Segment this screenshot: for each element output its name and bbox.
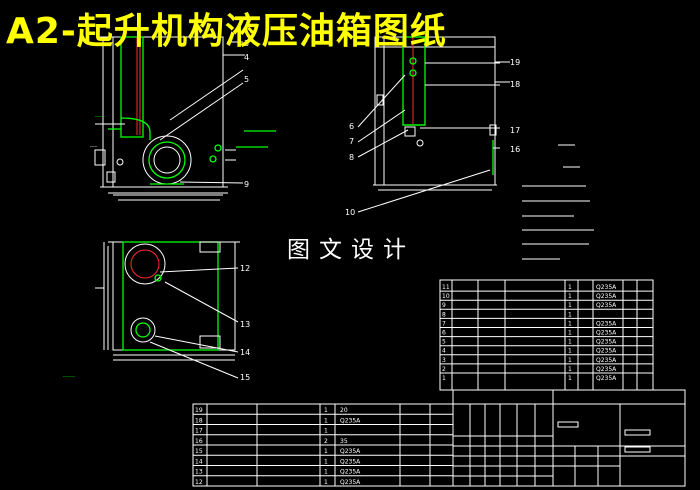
title-block xyxy=(452,389,686,487)
balloon-label: 14 xyxy=(240,348,250,357)
technical-notes xyxy=(522,144,594,260)
table-cell: 2 xyxy=(442,366,446,373)
table-cell: Q235A xyxy=(596,357,617,364)
table-cell: 6 xyxy=(442,330,446,337)
balloon-label: 15 xyxy=(240,373,250,382)
watermark: 图文设计 xyxy=(287,237,415,263)
table-cell: 1 xyxy=(568,375,572,382)
table-cell: 15 xyxy=(195,448,203,455)
table-cell: 1 xyxy=(324,458,328,465)
balloon-label: 16 xyxy=(510,145,520,154)
table-cell: 17 xyxy=(195,428,203,435)
top-view-note: ╌╌╌╌╌ xyxy=(63,374,76,379)
table-cell: 1 xyxy=(442,375,446,382)
balloon-label: 3 xyxy=(244,39,249,48)
table-cell: 1 xyxy=(568,284,572,291)
balloon-label: 4 xyxy=(244,53,249,62)
table-cell: 19 xyxy=(195,407,203,414)
table-cell: 7 xyxy=(442,320,446,327)
table-cell: Q235A xyxy=(596,293,617,300)
table-cell: 11 xyxy=(442,284,450,291)
table-cell: 1 xyxy=(324,428,328,435)
table-cell: 1 xyxy=(568,311,572,318)
table-cell: Q235A xyxy=(596,284,617,291)
top-view: ╌╌╌╌╌ xyxy=(63,241,240,379)
balloon-label: 7 xyxy=(349,137,354,146)
front-view-note: ╌╌╌╌ xyxy=(95,114,105,119)
table-cell: 1 xyxy=(324,479,328,486)
drawing-title: A2-起升机构液压油箱图纸 xyxy=(6,11,447,52)
balloon-label: 19 xyxy=(510,58,520,67)
table-cell: Q235A xyxy=(596,320,617,327)
table-cell: Q235A xyxy=(596,339,617,346)
front-view: ╌╌╌╌ ╌╌╌ xyxy=(90,36,245,201)
balloon-label: 8 xyxy=(349,153,354,162)
balloon-label: 5 xyxy=(244,75,249,84)
table-cell: 1 xyxy=(568,348,572,355)
table-cell: 1 xyxy=(324,469,328,476)
table-cell: Q235A xyxy=(596,366,617,373)
table-cell: 3 xyxy=(442,357,446,364)
table-cell: 1 xyxy=(568,302,572,309)
table-cell: 20 xyxy=(340,407,348,414)
table-cell: Q235A xyxy=(340,458,361,465)
table-cell: Q235A xyxy=(596,375,617,382)
table-cell: Q235A xyxy=(596,348,617,355)
table-cell: Q235A xyxy=(340,469,361,476)
balloon-label: 12 xyxy=(240,264,250,273)
table-cell: 1 xyxy=(324,448,328,455)
table-cell: 1 xyxy=(324,417,328,424)
table-cell: 5 xyxy=(442,339,446,346)
table-cell: Q235A xyxy=(340,417,361,424)
table-cell: 1 xyxy=(568,293,572,300)
table-cell: 1 xyxy=(568,320,572,327)
balloon-label: 18 xyxy=(510,80,520,89)
table-cell: 16 xyxy=(195,438,203,445)
table-cell: 8 xyxy=(442,311,446,318)
table-cell: Q235A xyxy=(596,330,617,337)
balloon-label: 6 xyxy=(349,122,354,131)
table-cell: 18 xyxy=(195,417,203,424)
table-cell: Q235A xyxy=(340,448,361,455)
table-cell: Q235A xyxy=(596,302,617,309)
balloon-label: 9 xyxy=(244,180,249,189)
table-cell: 35 xyxy=(340,438,348,445)
front-view-dim-note: ╌╌╌ xyxy=(90,144,98,149)
table-cell: 13 xyxy=(195,469,203,476)
table-cell: 9 xyxy=(442,302,446,309)
balloon-label: 10 xyxy=(345,208,355,217)
side-view xyxy=(357,36,510,213)
table-cell: 1 xyxy=(568,366,572,373)
balloon-label: 17 xyxy=(510,126,520,135)
table-cell: 12 xyxy=(195,479,203,486)
table-cell: 10 xyxy=(442,293,450,300)
table-cell: 4 xyxy=(442,348,446,355)
table-cell: Q235A xyxy=(340,479,361,486)
table-cell: 1 xyxy=(568,330,572,337)
table-cell: 14 xyxy=(195,458,203,465)
table-cell: 1 xyxy=(568,339,572,346)
balloon-label: 13 xyxy=(240,320,250,329)
table-cell: 2 xyxy=(324,438,328,445)
table-cell: 1 xyxy=(324,407,328,414)
table-cell: 1 xyxy=(568,357,572,364)
